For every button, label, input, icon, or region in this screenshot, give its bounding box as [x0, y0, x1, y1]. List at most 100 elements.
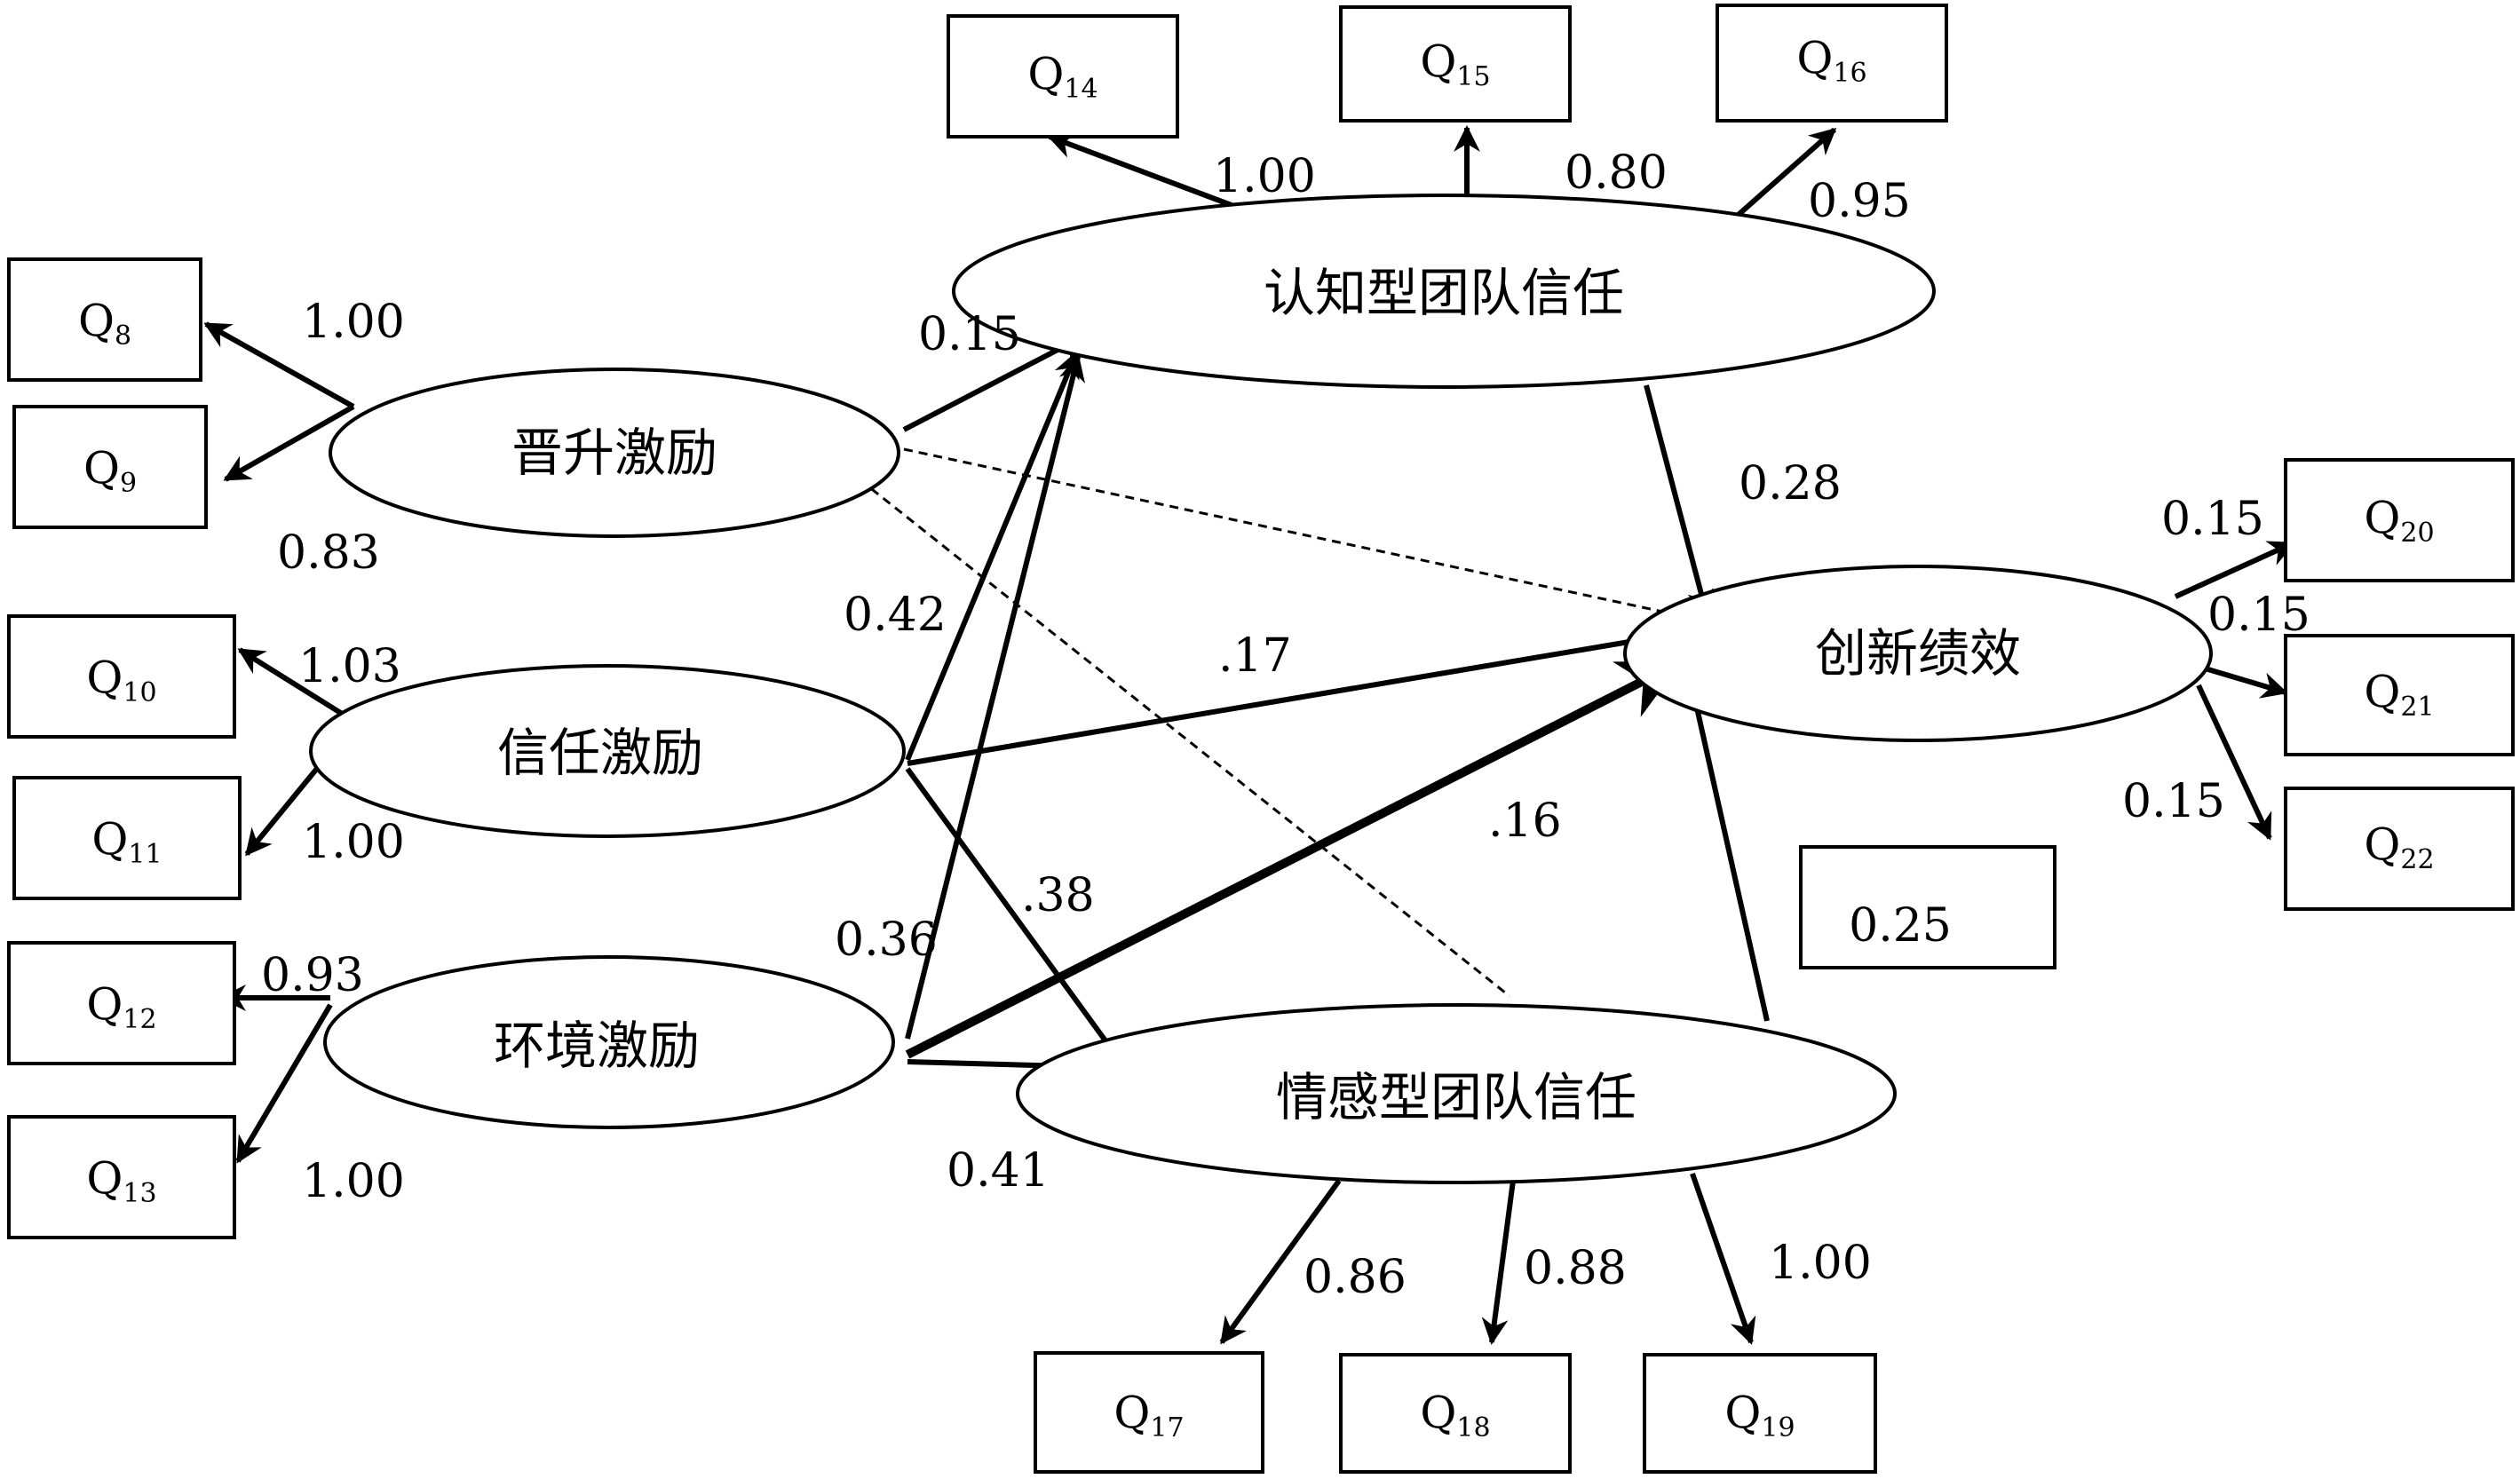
label-q11: 1.00	[302, 816, 405, 869]
label-q16: 0.95	[1808, 175, 1911, 228]
label-trust-innovation: .17	[1218, 629, 1292, 683]
label-q9: 0.83	[277, 526, 380, 580]
path-trust-innovation	[907, 624, 1679, 766]
label-trust-cognitive: 0.42	[844, 589, 947, 642]
latent-innovation-label: 创新绩效	[1815, 623, 2021, 684]
latent-environment-label: 环境激励	[494, 1016, 700, 1076]
svg-text:Q12: Q12	[86, 978, 156, 1035]
q12-sub: 12	[123, 1004, 156, 1035]
arrow-trust-q10	[237, 647, 355, 724]
label-q22: 0.15	[2122, 775, 2225, 828]
q20-sub: 20	[2400, 518, 2434, 549]
q14-sub: 14	[1064, 74, 1098, 105]
indicator-q15: Q15	[1339, 5, 1572, 123]
svg-text:Q21: Q21	[2364, 666, 2434, 723]
arrow-cognitive-q16	[1724, 127, 1837, 228]
q10-main: Q	[86, 652, 123, 703]
structural-arrows	[859, 333, 1770, 1080]
svg-text:Q20: Q20	[2364, 492, 2434, 549]
svg-text:Q19: Q19	[1724, 1387, 1795, 1443]
latent-promotion-label: 晋升激励	[511, 423, 717, 483]
indicator-q11: Q11	[12, 776, 242, 900]
latent-innovation: 创新绩效	[1623, 565, 2213, 742]
svg-text:Q10: Q10	[86, 652, 156, 708]
label-q20: 0.15	[2161, 493, 2264, 546]
q16-sub: 16	[1833, 58, 1866, 89]
latent-trust-incentive: 信任激励	[309, 664, 906, 838]
svg-text:Q17: Q17	[1113, 1387, 1184, 1443]
path-promotion-affective-dashed	[859, 478, 1510, 998]
q8-main: Q	[78, 295, 115, 346]
q15-sub: 15	[1456, 61, 1490, 92]
q22-sub: 22	[2400, 844, 2434, 875]
latent-environment: 环境激励	[323, 955, 895, 1129]
label-q13: 1.00	[302, 1155, 405, 1208]
q9-sub: 9	[120, 468, 137, 499]
q14-main: Q	[1027, 48, 1064, 99]
standalone-box: 0.25	[1799, 845, 2056, 969]
indicator-q18: Q18	[1339, 1353, 1572, 1474]
q10-sub: 10	[123, 677, 156, 708]
q9-main: Q	[83, 442, 120, 494]
svg-text:Q11: Q11	[91, 813, 162, 870]
q18-sub: 18	[1456, 1412, 1490, 1443]
svg-text:Q18: Q18	[1420, 1387, 1490, 1443]
q21-sub: 21	[2400, 692, 2434, 723]
label-env-affective: 0.41	[947, 1144, 1050, 1198]
standalone-box-value: 0.25	[1849, 899, 1952, 953]
indicator-q14: Q14	[947, 14, 1179, 138]
label-env-cognitive: 0.36	[835, 914, 938, 967]
q21-main: Q	[2364, 666, 2400, 717]
q22-main: Q	[2364, 819, 2400, 870]
arrow-env-q13	[235, 1003, 333, 1164]
path-affective-innovation	[1679, 661, 1770, 1022]
latent-promotion: 晋升激励	[329, 368, 900, 538]
indicator-q12: Q12	[7, 941, 236, 1065]
indicator-q20: Q20	[2284, 458, 2515, 582]
svg-text:Q14: Q14	[1027, 48, 1098, 105]
latent-affective-trust-label: 情感型团队信任	[1276, 1067, 1636, 1127]
label-promotion-cognitive: 0.15	[918, 308, 1021, 361]
label-q21: 0.15	[2207, 589, 2310, 642]
indicator-q10: Q10	[7, 614, 236, 739]
indicator-q9: Q9	[12, 405, 208, 529]
indicator-q21: Q21	[2284, 634, 2515, 756]
q18-main: Q	[1420, 1387, 1456, 1438]
label-q17: 0.86	[1304, 1251, 1407, 1304]
q11-sub: 11	[128, 839, 162, 870]
indicator-q13: Q13	[7, 1115, 236, 1239]
q8-sub: 8	[115, 320, 131, 352]
label-q12: 0.93	[261, 949, 364, 1002]
q11-main: Q	[91, 813, 128, 865]
latent-affective-trust: 情感型团队信任	[1016, 1003, 1897, 1184]
arrow-innovation-q22	[2196, 684, 2272, 841]
latent-cognitive-trust: 认知型团队信任	[952, 194, 1936, 389]
label-env-innovation: .16	[1488, 795, 1562, 848]
indicator-q19: Q19	[1643, 1353, 1877, 1474]
svg-text:Q9: Q9	[83, 442, 137, 499]
svg-text:Q8: Q8	[78, 295, 131, 352]
label-q15: 0.80	[1565, 146, 1668, 200]
latent-cognitive-trust-label: 认知型团队信任	[1264, 263, 1624, 323]
q13-main: Q	[86, 1152, 123, 1204]
label-q14: 1.00	[1213, 150, 1316, 203]
indicator-q8: Q8	[7, 257, 202, 382]
arrow-affective-q17	[1219, 1179, 1342, 1345]
svg-text:Q15: Q15	[1420, 36, 1490, 92]
label-q8: 1.00	[302, 296, 405, 349]
q13-sub: 13	[123, 1178, 156, 1209]
q19-sub: 19	[1761, 1412, 1795, 1443]
path-trust-cognitive	[905, 351, 1080, 762]
label-q10: 1.03	[298, 640, 401, 693]
label-cognitive-innovation: 0.28	[1739, 457, 1842, 510]
arrow-affective-q18	[1481, 1180, 1516, 1345]
indicator-q17: Q17	[1034, 1351, 1264, 1474]
path-trust-affective	[905, 767, 1129, 1072]
arrow-innovation-q21	[2201, 665, 2288, 699]
q20-main: Q	[2364, 492, 2400, 543]
latent-variables: 晋升激励 信任激励 环境激励 认知型团队信任 情感型团队信任 创新绩效	[309, 194, 2213, 1184]
latent-trust-incentive-label: 信任激励	[497, 723, 703, 783]
path-env-innovation	[905, 660, 1683, 1059]
indicator-q16: Q16	[1716, 4, 1948, 123]
